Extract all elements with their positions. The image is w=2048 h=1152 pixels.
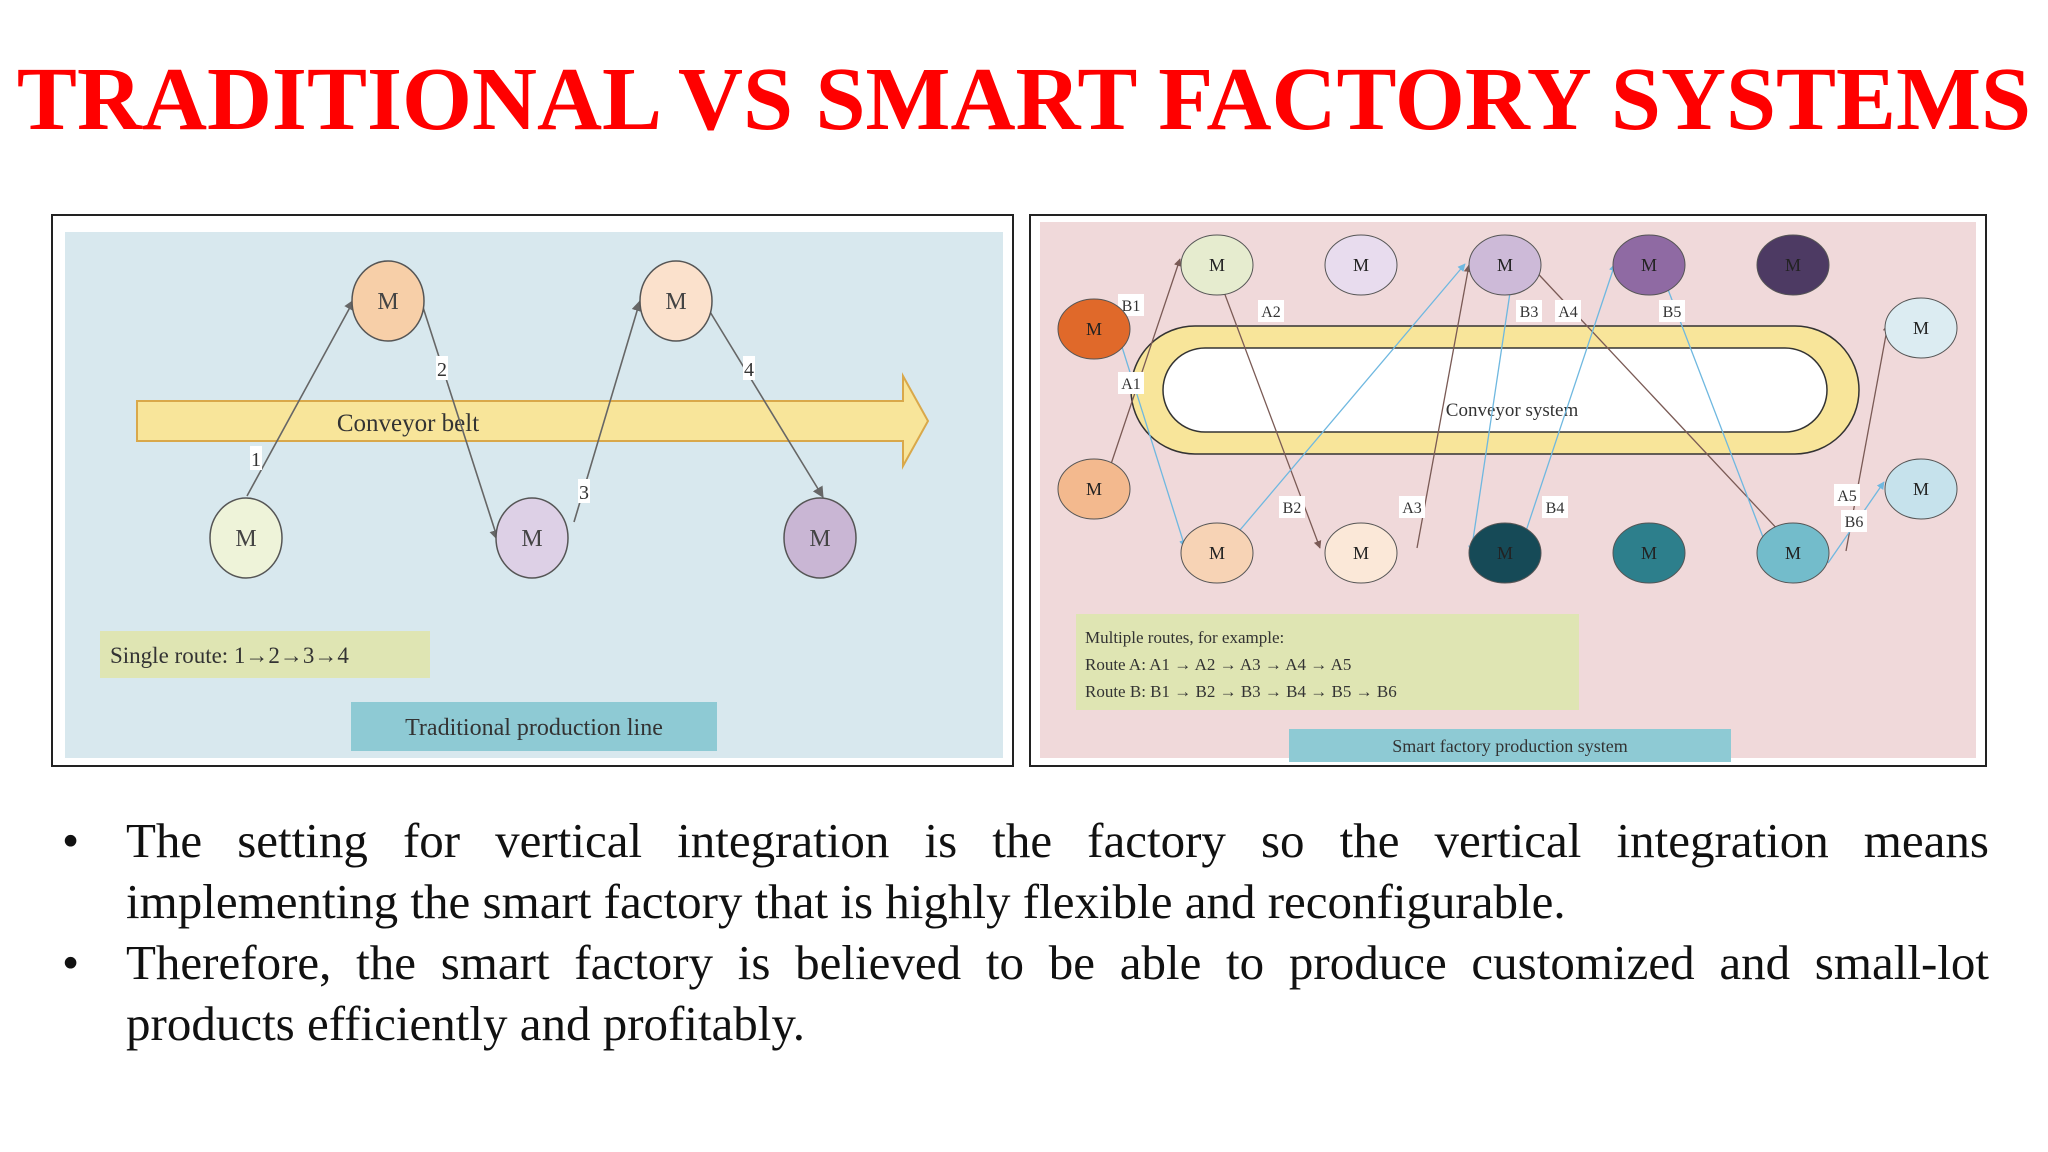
machine-node-8: M	[1884, 297, 1958, 359]
single-route-text: Single route: 1→2→3→4	[110, 643, 349, 668]
svg-text:M: M	[1785, 543, 1801, 563]
svg-text:M: M	[1785, 255, 1801, 275]
route-arrow-1	[246, 299, 355, 497]
slide-title: TRADITIONAL VS SMART FACTORY SYSTEMS	[16, 50, 2032, 149]
machine-node-1: M	[1057, 298, 1131, 360]
step-label-1: 1	[251, 449, 261, 471]
traditional-caption: Traditional production line	[405, 715, 663, 741]
routes-legend-heading: Multiple routes, for example:	[1085, 628, 1284, 647]
conveyor-belt-label: Conveyor belt	[337, 410, 479, 437]
route-label-a2: A2	[1261, 304, 1281, 321]
route-legend-box	[100, 631, 430, 678]
step-label-3: 3	[579, 482, 589, 504]
svg-text:M: M	[377, 289, 398, 315]
caption-box	[1289, 729, 1731, 762]
machine-node-4: M	[1324, 234, 1398, 296]
svg-text:M: M	[1209, 255, 1225, 275]
machine-node-9: M	[1884, 458, 1958, 520]
bullet-dot-icon: •	[62, 935, 80, 990]
traditional-background	[65, 232, 1003, 758]
machine-node-10: M	[1180, 522, 1254, 584]
machine-node-2: M	[351, 260, 425, 342]
svg-text:M: M	[665, 289, 686, 315]
route-a-text: Route A: A1 → A2 → A3 → A4 → A5	[1085, 655, 1351, 674]
route-label-b1: B1	[1122, 298, 1141, 315]
route-arrow-2	[420, 300, 501, 542]
svg-text:M: M	[1497, 543, 1513, 563]
machine-node-7: M	[1756, 234, 1830, 296]
machine-node-4: M	[639, 260, 713, 342]
machine-node-5: M	[783, 497, 857, 579]
route-b-text: Route B: B1 → B2 → B3 → B4 → B5 → B6	[1085, 682, 1397, 701]
machine-node-3: M	[495, 497, 569, 579]
conveyor-belt-arrow	[136, 372, 930, 470]
svg-text:M: M	[235, 526, 256, 552]
svg-text:M: M	[521, 526, 542, 552]
svg-text:M: M	[1353, 543, 1369, 563]
route-label-b3: B3	[1520, 304, 1539, 321]
route-label-b2: B2	[1283, 500, 1302, 517]
route-label-b5: B5	[1663, 304, 1682, 321]
machine-node-6: M	[1612, 234, 1686, 296]
svg-text:M: M	[1086, 479, 1102, 499]
svg-text:M: M	[1209, 543, 1225, 563]
machine-node-12: M	[1468, 522, 1542, 584]
route-label-a4: A4	[1558, 304, 1578, 321]
bullet-text: The setting for vertical integration is …	[126, 813, 1989, 929]
step-label-2: 2	[437, 359, 447, 381]
routes-legend-box	[1076, 614, 1579, 710]
machine-node-2: M	[1057, 458, 1131, 520]
machine-node-3: M	[1180, 234, 1254, 296]
conveyor-system-label: Conveyor system	[1446, 400, 1579, 421]
route-label-a3: A3	[1402, 500, 1422, 517]
smart-factory-diagram-panel: Conveyor system B1 A1 A2 B2	[1029, 214, 1987, 767]
route-label-b6: B6	[1845, 514, 1864, 531]
svg-text:M: M	[1086, 319, 1102, 339]
route-arrow-4	[703, 301, 824, 498]
bullet-dot-icon: •	[62, 813, 80, 868]
svg-text:M: M	[1641, 255, 1657, 275]
caption-box	[351, 702, 717, 751]
bullet-item: • The setting for vertical integration i…	[62, 810, 1989, 932]
svg-text:M: M	[1353, 255, 1369, 275]
machine-node-14: M	[1756, 522, 1830, 584]
bullet-list: • The setting for vertical integration i…	[62, 810, 1989, 1054]
machine-node-5: M	[1468, 234, 1542, 296]
svg-text:M: M	[809, 526, 830, 552]
machine-node-13: M	[1612, 522, 1686, 584]
bullet-text: Therefore, the smart factory is believed…	[126, 935, 1989, 1051]
route-label-b4: B4	[1546, 500, 1565, 517]
step-label-4: 4	[744, 359, 754, 381]
machine-node-11: M	[1324, 522, 1398, 584]
svg-text:M: M	[1641, 543, 1657, 563]
smart-caption: Smart factory production system	[1392, 736, 1627, 756]
svg-text:M: M	[1913, 318, 1929, 338]
route-label-a1: A1	[1121, 376, 1141, 393]
bullet-item: • Therefore, the smart factory is believ…	[62, 932, 1989, 1054]
traditional-diagram-panel: Conveyor belt 1 2 3 4 M M M M	[51, 214, 1014, 767]
route-label-a5: A5	[1837, 488, 1857, 505]
machine-node-1: M	[209, 497, 283, 579]
svg-text:M: M	[1497, 255, 1513, 275]
svg-text:M: M	[1913, 479, 1929, 499]
